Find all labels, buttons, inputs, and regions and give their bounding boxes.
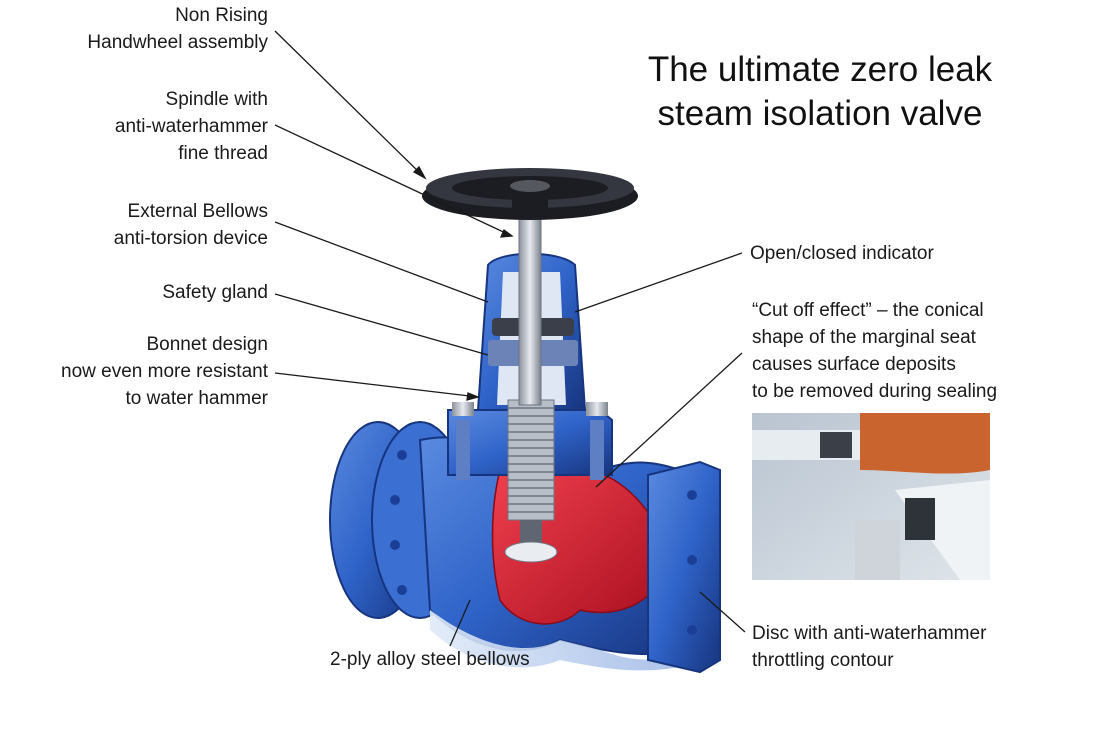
callout-bellows-line-1: 2-ply alloy steel bellows [330,649,530,670]
title-line-1: The ultimate zero leak [647,50,993,89]
handwheel [422,168,638,220]
leader-bellows [449,599,471,647]
callout-cut-off-line-1: “Cut off effect” – the conical [752,300,984,321]
leader-safety-gland [274,293,489,356]
callout-bonnet: Bonnet design now even more resistant to… [20,331,268,412]
leader-lines [274,30,746,647]
callout-cut-off-line-3: causes surface deposits [752,354,956,375]
callout-bonnet-line-3: to water hammer [125,388,268,409]
spindle [518,214,542,406]
callout-safety-gland: Safety gland [20,279,268,306]
seat-detail-inset [752,413,990,580]
leader-cut-off [595,352,743,488]
leader-bonnet [274,372,479,398]
callout-cut-off-line-2: shape of the marginal seat [752,327,976,348]
diagram-title: The ultimate zero leak steam isolation v… [600,48,1040,136]
leader-spindle [274,124,513,237]
bellows-stack [504,399,558,563]
callout-bonnet-line-2: now even more resistant [61,361,268,382]
callout-spindle-line-3: fine thread [178,143,268,164]
leader-disc [699,591,746,633]
callout-indicator-line-1: Open/closed indicator [750,243,934,264]
callout-external-bellows-line-2: anti-torsion device [113,228,268,249]
leader-bonnet-arrow [466,392,481,401]
callout-disc-line-1: Disc with anti-waterhammer [752,623,987,644]
callout-bellows: 2-ply alloy steel bellows [330,646,530,673]
valve-body [418,436,692,671]
leader-handwheel [274,30,426,179]
callout-handwheel: Non Rising Handwheel assembly [20,2,268,56]
callout-spindle-line-2: anti-waterhammer [114,116,268,137]
callout-external-bellows-line-1: External Bellows [127,201,268,222]
title-line-2: steam isolation valve [657,94,983,133]
leader-indicator [574,252,743,313]
callout-handwheel-line-1: Non Rising [175,5,268,26]
leader-external-bellows [274,221,489,303]
callout-cut-off: “Cut off effect” – the conical shape of … [752,297,997,405]
callout-external-bellows: External Bellows anti-torsion device [20,198,268,252]
callout-cut-off-line-4: to be removed during sealing [752,381,998,402]
leader-spindle-arrow [499,228,514,238]
callout-indicator: Open/closed indicator [750,240,934,267]
leader-handwheel-arrow [412,165,427,180]
callout-disc-line-2: throttling contour [752,650,894,671]
callout-bonnet-line-1: Bonnet design [146,334,269,355]
bonnet-yoke [476,252,587,411]
outlet-flange [647,460,721,674]
callout-spindle: Spindle with anti-waterhammer fine threa… [20,86,268,167]
callout-spindle-line-1: Spindle with [165,89,268,110]
callout-disc: Disc with anti-waterhammer throttling co… [752,620,986,674]
callout-handwheel-line-2: Handwheel assembly [87,32,268,53]
callout-safety-gland-line-1: Safety gland [162,282,268,303]
